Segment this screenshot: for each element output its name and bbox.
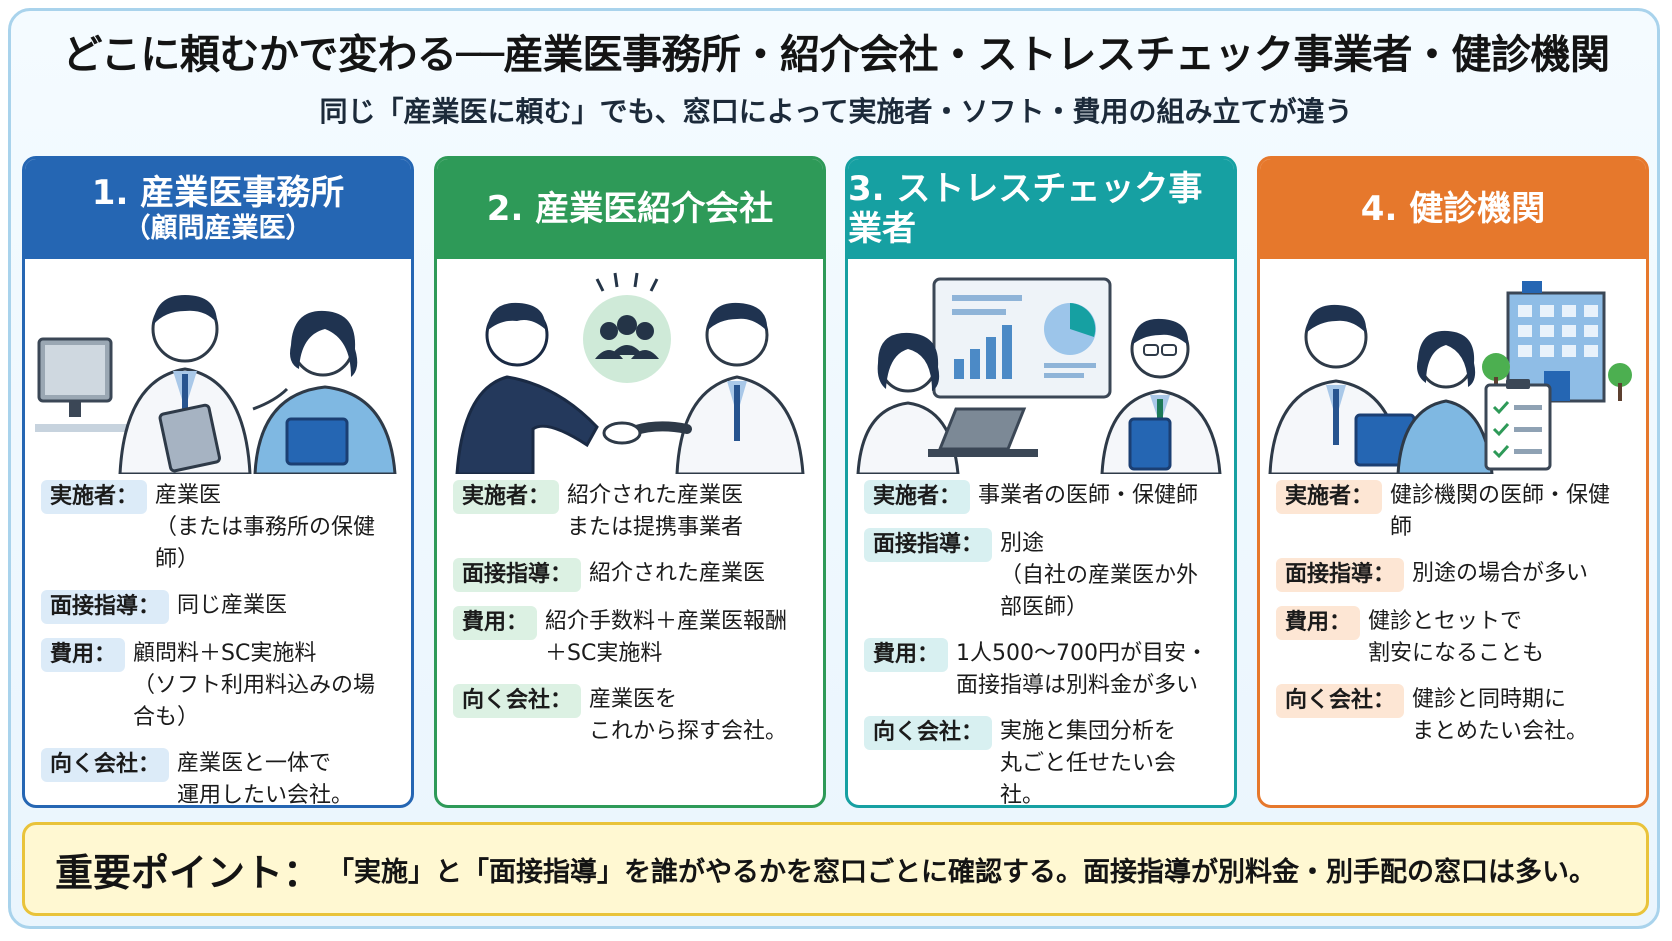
- label-implementer: 実施者：: [1276, 480, 1383, 514]
- row-interview: 面接指導： 別途の場合が多い: [1276, 558, 1630, 592]
- value-implementer: 産業医 （または事務所の保健師）: [155, 483, 376, 572]
- value-implementer: 紹介された産業医 または提携事業者: [567, 483, 744, 540]
- key-point-banner: 重要ポイント： 「実施」と「面接指導」を誰がやるかを窓口ごとに確認する。面接指導…: [22, 822, 1649, 916]
- analytics-dashboard-illustration: [848, 259, 1234, 474]
- card-detail-rows: 実施者： 産業医 （または事務所の保健師） 面接指導： 同じ産業医 費用： 顧問…: [25, 474, 411, 808]
- row-suitable: 向く会社： 実施と集団分析を 丸ごと任せたい会社。: [864, 716, 1218, 808]
- row-cost: 費用： 1人500〜700円が目安・ 面接指導は別料金が多い: [864, 638, 1218, 702]
- card-detail-rows: 実施者： 紹介された産業医 または提携事業者 面接指導： 紹介された産業医 費用…: [437, 474, 823, 748]
- label-cost: 費用：: [41, 638, 126, 672]
- row-implementer: 実施者： 産業医 （または事務所の保健師）: [41, 480, 395, 576]
- doctor-nurse-computer-illustration: [25, 259, 411, 474]
- label-implementer: 実施者：: [41, 480, 148, 514]
- value-cost: 1人500〜700円が目安・ 面接指導は別料金が多い: [956, 641, 1208, 698]
- value-suitable: 産業医を これから探す会社。: [589, 687, 788, 744]
- card-subheading: （顧問産業医）: [123, 213, 313, 244]
- value-suitable: 産業医と一体で 運用したい会社。: [177, 751, 354, 808]
- card-header: 2. 産業医紹介会社: [437, 159, 823, 259]
- value-cost: 顧問料＋SC実施料 （ソフト利用料込みの場合も）: [133, 641, 376, 730]
- value-interview: 別途の場合が多い: [1412, 561, 1589, 586]
- value-cost: 健診とセットで 割安になることも: [1368, 609, 1545, 666]
- row-suitable: 向く会社： 産業医と一体で 運用したい会社。: [41, 748, 395, 808]
- label-interview: 面接指導：: [1276, 558, 1405, 592]
- row-implementer: 実施者： 紹介された産業医 または提携事業者: [453, 480, 807, 544]
- label-implementer: 実施者：: [453, 480, 560, 514]
- card-detail-rows: 実施者： 健診機関の医師・保健師 面接指導： 別途の場合が多い 費用： 健診とセ…: [1260, 474, 1646, 748]
- card-health-checkup-institution: 4. 健診機関: [1257, 156, 1649, 808]
- label-implementer: 実施者：: [864, 480, 971, 514]
- row-suitable: 向く会社： 産業医を これから探す会社。: [453, 684, 807, 748]
- row-cost: 費用： 紹介手数料＋産業医報酬 ＋SC実施料: [453, 606, 807, 670]
- card-referral-company: 2. 産業医紹介会社 実施者：: [434, 156, 826, 808]
- value-suitable: 健診と同時期に まとめたい会社。: [1412, 687, 1589, 744]
- card-detail-rows: 実施者： 事業者の医師・保健師 面接指導： 別途 （自社の産業医か外部医師） 費…: [848, 474, 1234, 808]
- label-suitable: 向く会社：: [1276, 684, 1405, 718]
- value-interview: 紹介された産業医: [589, 561, 766, 586]
- card-heading: 2. 産業医紹介会社: [486, 189, 774, 229]
- page-subtitle: 同じ「産業医に頼む」でも、窓口によって実施者・ソフト・費用の組み立てが違う: [319, 95, 1353, 128]
- value-interview: 同じ産業医: [177, 593, 288, 618]
- label-interview: 面接指導：: [453, 558, 582, 592]
- row-cost: 費用： 健診とセットで 割安になることも: [1276, 606, 1630, 670]
- label-cost: 費用：: [1276, 606, 1361, 640]
- card-stress-check-provider: 3. ストレスチェック事業者: [845, 156, 1237, 808]
- row-suitable: 向く会社： 健診と同時期に まとめたい会社。: [1276, 684, 1630, 748]
- label-cost: 費用：: [453, 606, 538, 640]
- row-interview: 面接指導： 同じ産業医: [41, 590, 395, 624]
- row-cost: 費用： 顧問料＋SC実施料 （ソフト利用料込みの場合も）: [41, 638, 395, 734]
- key-point-label: 重要ポイント：: [55, 850, 322, 895]
- key-point-text: 「実施」と「面接指導」を誰がやるかを窓口ごとに確認する。面接指導が別料金・別手配…: [327, 856, 1597, 888]
- label-suitable: 向く会社：: [864, 716, 993, 750]
- label-suitable: 向く会社：: [453, 684, 582, 718]
- label-suitable: 向く会社：: [41, 748, 170, 782]
- card-header: 4. 健診機関: [1260, 159, 1646, 259]
- handshake-group-icon-illustration: [437, 259, 823, 474]
- value-cost: 紹介手数料＋産業医報酬 ＋SC実施料: [545, 609, 788, 666]
- value-implementer: 健診機関の医師・保健師: [1390, 483, 1611, 540]
- row-interview: 面接指導： 紹介された産業医: [453, 558, 807, 592]
- hospital-checklist-illustration: [1260, 259, 1646, 474]
- row-implementer: 実施者： 事業者の医師・保健師: [864, 480, 1218, 514]
- card-header: 3. ストレスチェック事業者: [848, 159, 1234, 259]
- label-cost: 費用：: [864, 638, 949, 672]
- card-heading: 3. ストレスチェック事業者: [848, 169, 1203, 249]
- page-title: どこに頼むかで変わる──産業医事務所・紹介会社・ストレスチェック事業者・健診機関: [62, 32, 1610, 78]
- card-heading: 1. 産業医事務所: [91, 173, 345, 213]
- row-interview: 面接指導： 別途 （自社の産業医か外部医師）: [864, 528, 1218, 624]
- value-suitable: 実施と集団分析を 丸ごと任せたい会社。: [1000, 719, 1177, 808]
- card-consulting-office: 1. 産業医事務所 （顧問産業医） 実施者： 産業医 （または事務所の保健師）: [22, 156, 414, 808]
- label-interview: 面接指導：: [41, 590, 170, 624]
- value-implementer: 事業者の医師・保健師: [978, 483, 1199, 508]
- card-heading: 4. 健診機関: [1360, 189, 1546, 229]
- row-implementer: 実施者： 健診機関の医師・保健師: [1276, 480, 1630, 544]
- card-header: 1. 産業医事務所 （顧問産業医）: [25, 159, 411, 259]
- label-interview: 面接指導：: [864, 528, 993, 562]
- value-interview: 別途 （自社の産業医か外部医師）: [1000, 531, 1199, 620]
